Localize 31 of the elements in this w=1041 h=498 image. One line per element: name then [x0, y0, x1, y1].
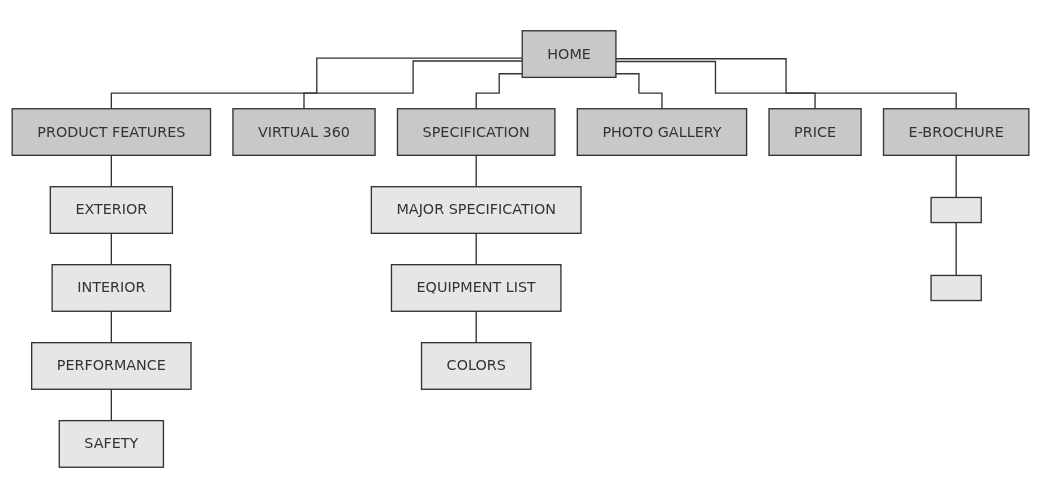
connector	[475, 73, 523, 110]
connector	[475, 232, 477, 266]
connector	[110, 310, 112, 344]
node-box: EQUIPMENT LIST	[390, 264, 562, 312]
node-box: PERFORMANCE	[31, 342, 192, 390]
node-box: INTERIOR	[51, 264, 172, 312]
connector	[475, 154, 477, 188]
connector	[303, 60, 523, 110]
node-box: EXTERIOR	[49, 186, 174, 234]
node-box: SPECIFICATION	[396, 108, 556, 156]
node-box: VIRTUAL 360	[232, 108, 376, 156]
node-box: PRODUCT FEATURES	[11, 108, 212, 156]
connector	[615, 73, 663, 110]
node-box	[930, 274, 982, 302]
connector	[110, 154, 112, 188]
connector	[110, 232, 112, 266]
node-box: COLORS	[420, 342, 532, 390]
node-box: PHOTO GALLERY	[576, 108, 748, 156]
connector	[110, 57, 523, 110]
node-box: MAJOR SPECIFICATION	[370, 186, 582, 234]
connector	[955, 154, 957, 199]
connector	[615, 58, 957, 110]
node-box: SAFETY	[58, 419, 165, 468]
connector	[110, 388, 112, 422]
connector	[615, 60, 816, 110]
node-box	[930, 196, 982, 224]
connector	[955, 221, 957, 277]
node-box: HOME	[521, 30, 617, 79]
connector	[475, 310, 477, 344]
node-box: PRICE	[768, 108, 862, 156]
node-box: E-BROCHURE	[882, 108, 1030, 156]
